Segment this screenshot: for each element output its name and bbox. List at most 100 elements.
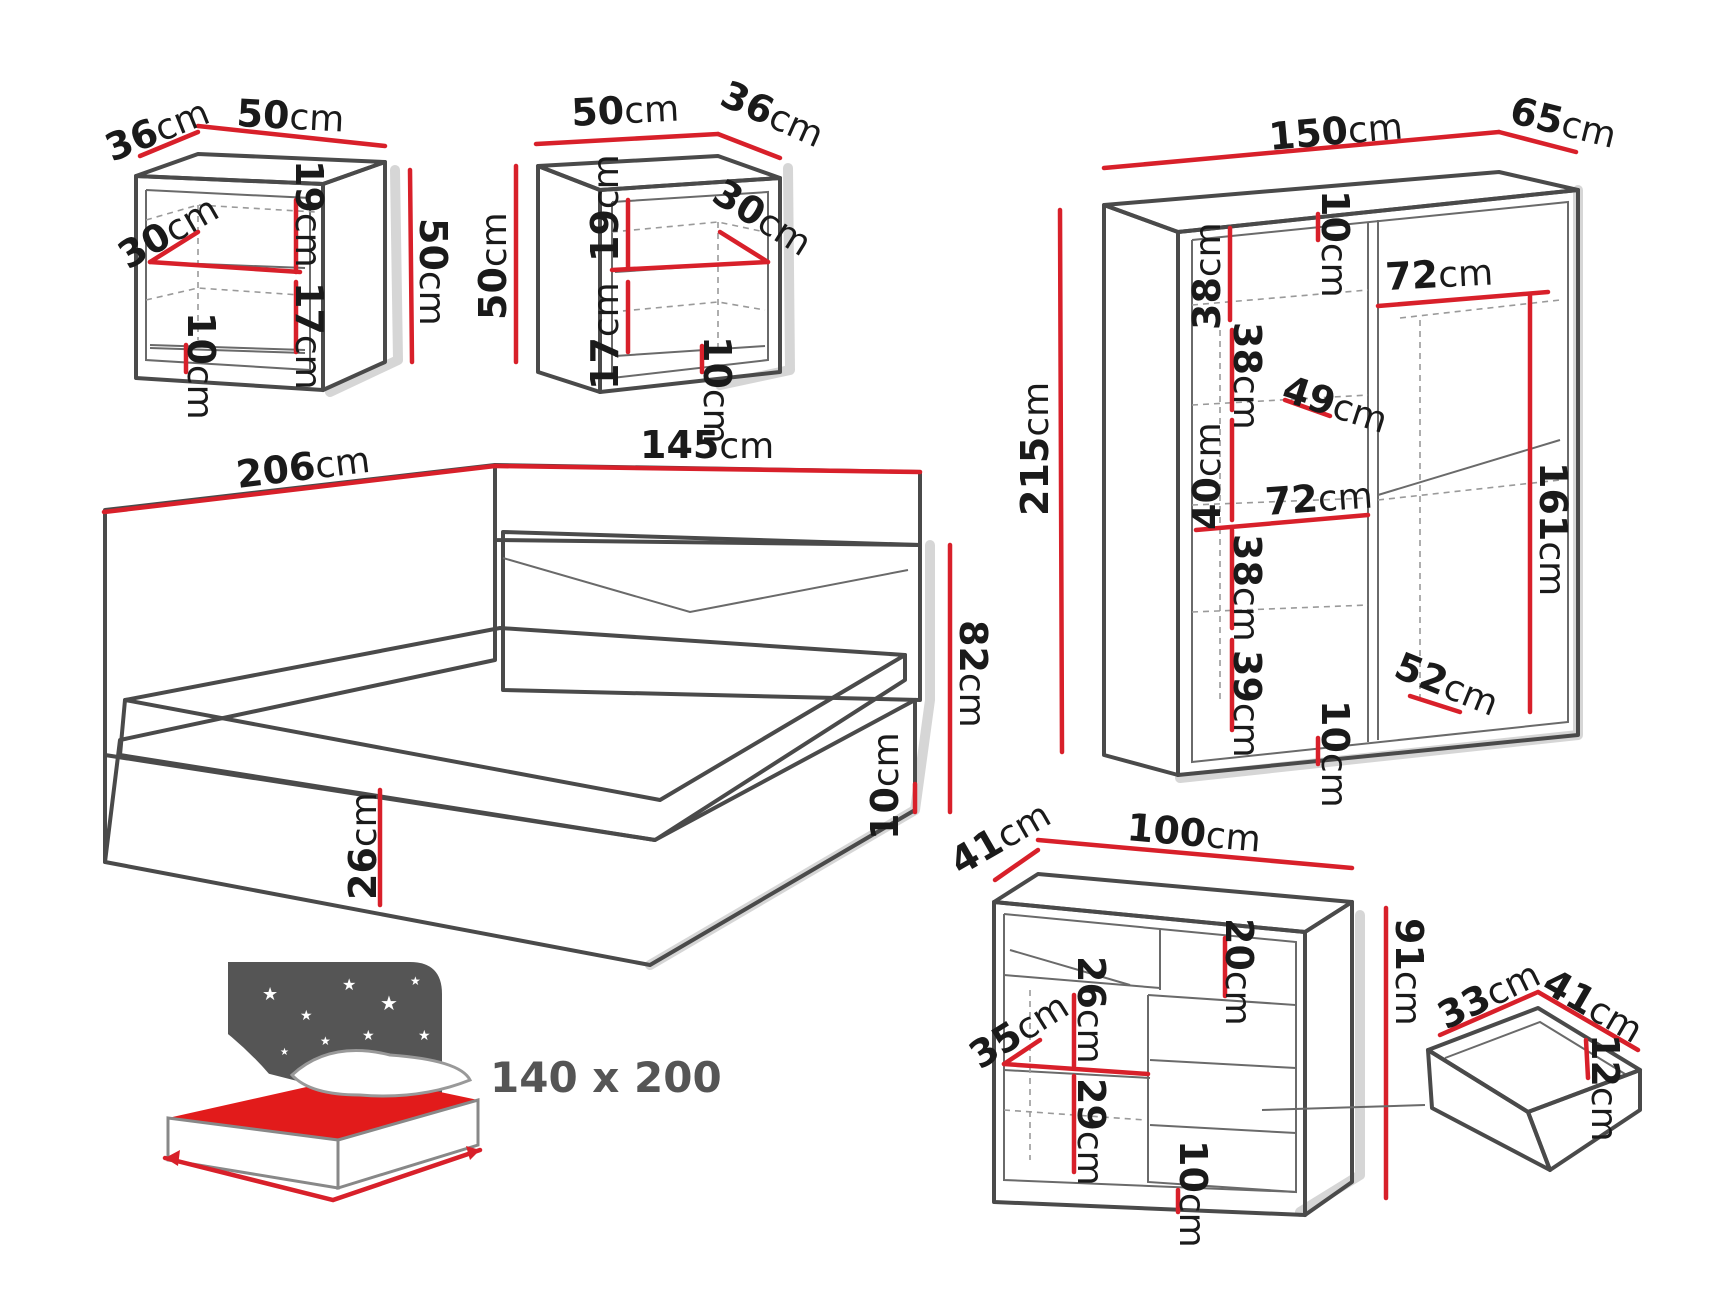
svg-text:72cm: 72cm	[1264, 473, 1375, 524]
dresser-compartment2-label: 29cm	[1069, 1078, 1113, 1186]
nightstand-left-width-label: 50cm	[236, 91, 346, 141]
nightstand-left-plinth-label: 10cm	[179, 312, 223, 420]
wardrobe-shelf4-label: 38cm	[1225, 534, 1269, 642]
svg-text:20cm: 20cm	[1217, 918, 1261, 1026]
dresser: 41cm 100cm 91cm 20cm 26cm 29cm 35cm 10cm	[943, 792, 1432, 1248]
dresser-plinth-label: 10cm	[1171, 1140, 1215, 1248]
bed: 206cm 145cm 82cm 26cm 10cm	[101, 423, 995, 970]
wardrobe-plinth-label: 10cm	[1313, 700, 1357, 808]
dresser-compartment1-label: 26cm	[1069, 956, 1113, 1064]
svg-text:40cm: 40cm	[1185, 422, 1229, 530]
mattress-size-label: 140 x 200	[490, 1053, 722, 1102]
nightstand-right-plinth-label: 10cm	[695, 336, 739, 444]
svg-text:41cm: 41cm	[943, 792, 1058, 884]
nightstand-left-depth-label: 36cm	[99, 89, 215, 170]
wardrobe-shelf5-label: 39cm	[1225, 650, 1269, 758]
svg-text:★: ★	[320, 1034, 331, 1048]
svg-text:50cm: 50cm	[411, 218, 455, 326]
svg-text:★: ★	[380, 991, 398, 1015]
nightstand-left-height-label: 50cm	[411, 218, 455, 326]
svg-text:30cm: 30cm	[705, 170, 820, 264]
bed-length-label: 206cm	[234, 437, 373, 497]
svg-text:★: ★	[410, 974, 421, 988]
wardrobe-width-label: 150cm	[1267, 103, 1405, 159]
bed-width-label: 145cm	[640, 423, 774, 467]
svg-text:50cm: 50cm	[570, 85, 680, 135]
dresser-width-label: 100cm	[1125, 805, 1263, 861]
wardrobe: 150cm 65cm 215cm 10cm 38cm 38cm 40cm 38c…	[1013, 88, 1620, 808]
svg-text:17cm: 17cm	[287, 282, 331, 390]
svg-text:10cm: 10cm	[695, 336, 739, 444]
wardrobe-height-label: 215cm	[1013, 382, 1057, 516]
svg-text:10cm: 10cm	[1313, 190, 1357, 298]
svg-text:36cm: 36cm	[714, 72, 830, 156]
nightstand-right-drawer-top-label: 19cm	[583, 154, 627, 262]
nightstand-left: 36cm 50cm 50cm 30cm 19cm 17cm 10cm	[99, 89, 455, 420]
svg-text:150cm: 150cm	[1267, 103, 1405, 159]
svg-text:29cm: 29cm	[1069, 1078, 1113, 1186]
svg-text:215cm: 215cm	[1013, 382, 1057, 516]
wardrobe-shelf1-label: 38cm	[1185, 222, 1229, 330]
wardrobe-top-gap-label: 10cm	[1313, 190, 1357, 298]
svg-text:10cm: 10cm	[179, 312, 223, 420]
svg-text:10cm: 10cm	[1171, 1140, 1215, 1248]
bed-height-label: 82cm	[951, 620, 995, 728]
svg-text:38cm: 38cm	[1185, 222, 1229, 330]
wardrobe-shelf-depth-label: 49cm	[1277, 367, 1393, 442]
nightstand-left-drawer-top-label: 19cm	[287, 160, 331, 268]
svg-text:50cm: 50cm	[236, 91, 346, 141]
wardrobe-inner-width-right-label: 72cm	[1384, 249, 1494, 299]
stars-decoration: ★ ★ ★ ★ ★ ★ ★ ★ ★ ★	[240, 974, 431, 1078]
svg-text:145cm: 145cm	[640, 423, 774, 467]
svg-text:206cm: 206cm	[234, 437, 373, 497]
svg-text:17cm: 17cm	[583, 282, 627, 390]
svg-text:38cm: 38cm	[1225, 322, 1269, 430]
dresser-top-shelf-label: 20cm	[1217, 918, 1261, 1026]
dresser-depth-label: 41cm	[943, 792, 1058, 884]
svg-text:50cm: 50cm	[471, 212, 515, 320]
svg-text:★: ★	[342, 975, 356, 994]
nightstand-right-height-label: 50cm	[471, 212, 515, 320]
nightstand-right-diagonal-label: 30cm	[705, 170, 820, 264]
svg-text:49cm: 49cm	[1277, 367, 1393, 442]
nightstand-left-drawer-bottom-label: 17cm	[287, 282, 331, 390]
bed-side-height-label: 26cm	[341, 792, 385, 900]
svg-text:52cm: 52cm	[1389, 644, 1505, 725]
svg-text:100cm: 100cm	[1125, 805, 1263, 861]
nightstand-right-width-label: 50cm	[570, 85, 680, 135]
svg-text:19cm: 19cm	[287, 160, 331, 268]
svg-text:38cm: 38cm	[1225, 534, 1269, 642]
svg-text:26cm: 26cm	[341, 792, 385, 900]
svg-text:★: ★	[280, 1047, 289, 1058]
svg-text:82cm: 82cm	[951, 620, 995, 728]
wardrobe-inner-width-left-label: 72cm	[1264, 473, 1375, 524]
wardrobe-hanging-height-label: 161cm	[1531, 462, 1575, 596]
wardrobe-shelf3-label: 40cm	[1185, 422, 1229, 530]
svg-text:★: ★	[300, 1008, 313, 1024]
svg-text:72cm: 72cm	[1384, 249, 1494, 299]
wardrobe-shelf2-label: 38cm	[1225, 322, 1269, 430]
svg-text:★: ★	[262, 984, 278, 1005]
svg-text:36cm: 36cm	[99, 89, 215, 170]
svg-text:★: ★	[362, 1028, 375, 1044]
dresser-height-label: 91cm	[1387, 918, 1431, 1026]
mattress-icon: ★ ★ ★ ★ ★ ★ ★ ★ ★ ★ 140 x 200	[162, 962, 722, 1203]
svg-text:26cm: 26cm	[1069, 956, 1113, 1064]
svg-text:12cm: 12cm	[1583, 1034, 1627, 1142]
svg-text:19cm: 19cm	[583, 154, 627, 262]
svg-text:10cm: 10cm	[1313, 700, 1357, 808]
drawer-height-label: 12cm	[1583, 1034, 1627, 1142]
svg-text:10cm: 10cm	[863, 732, 907, 840]
svg-text:39cm: 39cm	[1225, 650, 1269, 758]
nightstand-right-drawer-bottom-label: 17cm	[583, 282, 627, 390]
drawer-detail: 33cm 41cm 12cm	[1261, 954, 1649, 1172]
bed-leg-label: 10cm	[863, 732, 907, 840]
svg-text:★: ★	[240, 1064, 251, 1078]
svg-text:91cm: 91cm	[1387, 918, 1431, 1026]
svg-text:★: ★	[418, 1028, 431, 1044]
nightstand-right: 50cm 36cm 50cm 30cm 19cm 17cm 10cm	[471, 72, 830, 444]
nightstand-right-depth-label: 36cm	[714, 72, 830, 156]
svg-text:161cm: 161cm	[1531, 462, 1575, 596]
wardrobe-hanging-depth-label: 52cm	[1389, 644, 1505, 725]
